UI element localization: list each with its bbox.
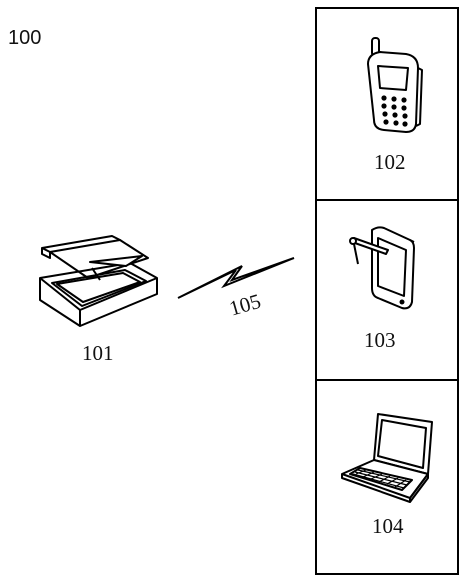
device-panel-frame — [315, 7, 459, 575]
tablet-ref-label: 103 — [364, 328, 396, 352]
laptop-icon — [341, 413, 433, 503]
flatbed-scanner-icon — [39, 235, 158, 327]
panel-divider-top — [315, 199, 459, 201]
scanner-ref-label: 101 — [82, 341, 114, 365]
panel-divider-bottom — [315, 379, 459, 381]
laptop-ref-label: 104 — [372, 514, 404, 538]
cell-phone-ref-label: 102 — [374, 150, 406, 174]
figure-label: 100 — [8, 27, 42, 49]
tablet-with-stylus-icon — [349, 226, 415, 310]
lightning-bolt-icon — [177, 257, 295, 299]
cell-phone-icon — [367, 37, 423, 133]
